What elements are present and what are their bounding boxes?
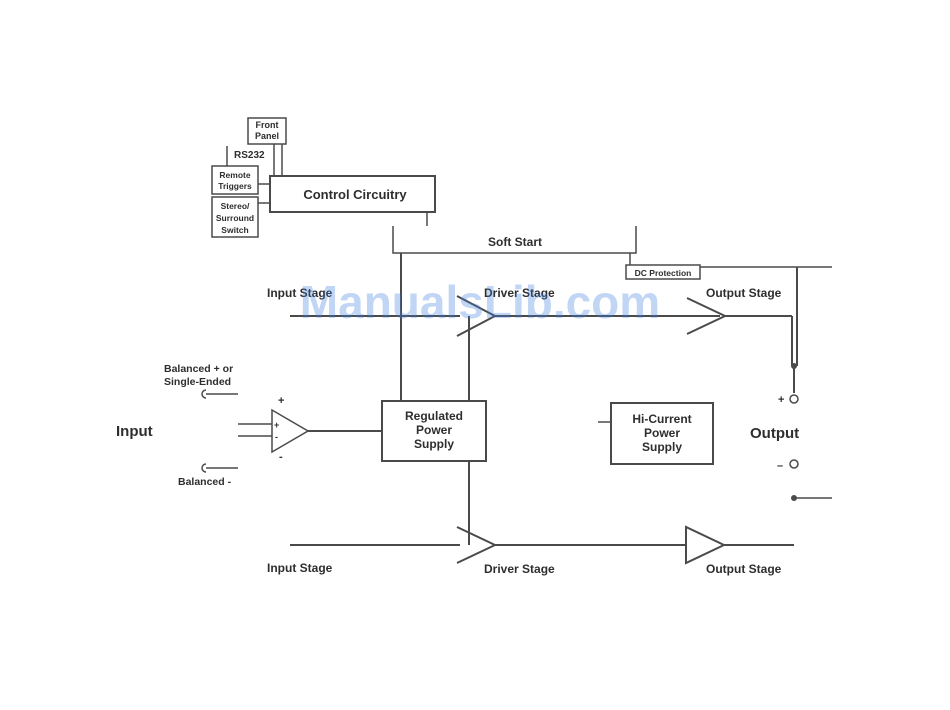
- front-panel-label-2: Panel: [255, 131, 279, 141]
- opamp-minus-inner: -: [275, 432, 278, 442]
- control-circuitry-box: [269, 175, 436, 213]
- hicurrent-label-1: Hi-Current: [632, 412, 691, 426]
- output-stage-top-label: Output Stage: [706, 286, 782, 300]
- output-plus-terminal: [789, 394, 799, 404]
- output-plus-sign: +: [778, 394, 784, 406]
- remote-triggers-box: [211, 165, 259, 195]
- regulated-label-2: Power: [416, 423, 452, 437]
- front-panel-label-1: Front: [256, 120, 279, 130]
- input-opamp-triangle: [271, 408, 310, 454]
- remote-triggers-label-1: Remote: [219, 170, 250, 180]
- balanced-minus-label: Balanced -: [178, 476, 232, 488]
- regulated-label-3: Supply: [414, 437, 454, 451]
- output-minus-terminal: [789, 459, 799, 469]
- soft-start-label: Soft Start: [488, 235, 542, 249]
- opamp-plus-inner: +: [274, 420, 279, 430]
- bottom-output-stage-triangle: [685, 525, 727, 565]
- bottom-driver-stage-triangle: [456, 526, 498, 564]
- driver-stage-bottom-label: Driver Stage: [484, 562, 555, 576]
- hicurrent-label-2: Power: [644, 426, 680, 440]
- driver-stage-top-label: Driver Stage: [484, 286, 555, 300]
- stereo-switch-label-1: Stereo/: [221, 201, 250, 211]
- output-label: Output: [750, 425, 799, 442]
- soft-start-bracket: [392, 226, 637, 254]
- opamp-plus-outer: +: [278, 395, 284, 407]
- rs232-label: RS232: [234, 150, 265, 161]
- stereo-switch-label-2: Surround: [216, 213, 254, 223]
- balanced-minus-connector: [201, 463, 207, 473]
- watermark: ManualsLib.com: [300, 276, 660, 328]
- control-circuitry-label: Control Circuitry: [303, 187, 407, 202]
- output-minus-sign: –: [777, 460, 783, 472]
- input-stage-bottom-label: Input Stage: [267, 561, 333, 575]
- opamp-minus-outer: -: [279, 451, 283, 463]
- front-panel-box: [247, 117, 287, 145]
- balanced-plus-label-1: Balanced + or: [164, 363, 233, 375]
- remote-triggers-label-2: Triggers: [218, 181, 252, 191]
- regulated-label-1: Regulated: [405, 409, 463, 423]
- output-stage-bottom-label: Output Stage: [706, 562, 782, 576]
- input-label: Input: [116, 423, 153, 440]
- stereo-switch-label-3: Switch: [221, 225, 248, 235]
- hicurrent-label-3: Supply: [642, 440, 682, 454]
- dc-protection-label: DC Protection: [635, 268, 692, 278]
- input-stage-top-label: Input Stage: [267, 286, 333, 300]
- hi-current-power-supply-box: [610, 402, 714, 465]
- balanced-plus-connector: [201, 389, 207, 399]
- balanced-plus-label-2: Single-Ended: [164, 376, 231, 388]
- stereo-switch-box: [211, 196, 259, 238]
- regulated-power-supply-box: [381, 400, 487, 462]
- dc-protection-box: [625, 264, 701, 280]
